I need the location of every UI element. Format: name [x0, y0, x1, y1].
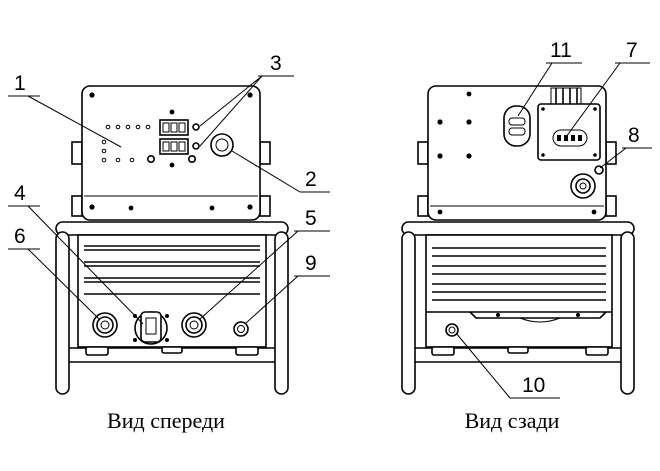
central-euro-connector [133, 311, 169, 345]
front-foot-right [235, 346, 259, 356]
gas-control-connector [233, 321, 249, 337]
front-right-clamp-lower [259, 195, 271, 217]
rear-frame-top-bar [401, 221, 635, 236]
callout-5: 5 [305, 207, 317, 230]
callout-3: 3 [270, 52, 282, 75]
front-control-panel [81, 85, 261, 221]
display-button-upper [192, 123, 200, 131]
power-switch [503, 105, 531, 147]
caption-rear-view: Вид сзади [465, 408, 560, 433]
digital-display-upper [159, 119, 189, 136]
front-foot-left [85, 346, 109, 356]
rear-frame-left-post [401, 231, 416, 395]
display-button-lower [192, 142, 200, 150]
callout-4: 4 [14, 182, 26, 205]
adjustment-knob [210, 133, 234, 157]
callout-6: 6 [14, 225, 26, 248]
mains-cable-gland [445, 323, 459, 337]
callout-numbers: 1 2 3 4 5 6 7 8 9 10 11 [14, 39, 640, 397]
leader-lines [8, 62, 652, 399]
front-frame-top-bar [55, 221, 289, 236]
callout-10: 10 [522, 374, 545, 397]
front-frame-right-post [274, 231, 289, 395]
rear-view [401, 85, 635, 395]
callout-1: 1 [14, 72, 26, 95]
output-socket-left [92, 312, 118, 338]
front-right-clamp-upper [259, 141, 271, 165]
output-socket-right [181, 312, 207, 338]
front-left-clamp-upper [71, 141, 83, 165]
rear-vent-grille [432, 247, 606, 301]
front-view [55, 85, 289, 395]
indicator-leds [101, 124, 151, 163]
front-frame-left-post [55, 231, 70, 395]
rear-upper-panel [427, 85, 607, 221]
digital-display-lower [159, 138, 189, 155]
callout-11: 11 [550, 39, 572, 62]
caption-front-view: Вид спереди [107, 408, 225, 433]
gas-inlet-fitting [570, 165, 604, 199]
rear-frame-right-post [620, 231, 635, 395]
callout-2: 2 [305, 168, 317, 191]
callout-8: 8 [628, 124, 640, 147]
rear-fan-module [537, 87, 601, 161]
front-vent-grille [84, 245, 260, 295]
rear-lower-housing [425, 234, 613, 348]
callout-7: 7 [626, 39, 638, 62]
callout-9: 9 [305, 252, 317, 275]
front-left-clamp-lower [71, 195, 83, 217]
